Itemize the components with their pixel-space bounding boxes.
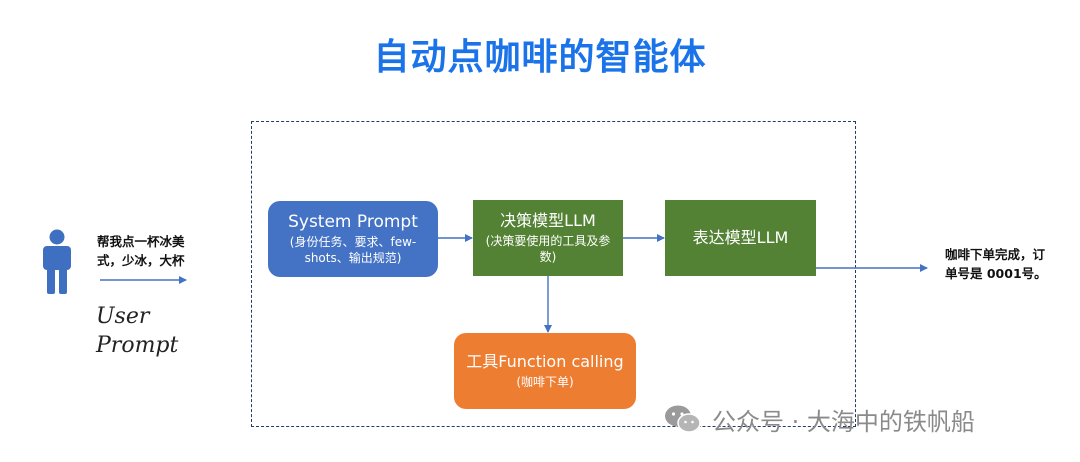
system-prompt-node: System Prompt (身份任务、要求、few-shots、输出规范) [268,201,438,277]
agent-boundary [251,121,856,427]
user-label-line1: User [96,304,150,329]
decision-llm-title: 决策模型LLM [500,211,596,230]
system-prompt-title: System Prompt [288,212,418,232]
person-icon [43,229,71,294]
wechat-icon [665,405,701,433]
watermark-text: 公众号 · 大海中的铁帆船 [712,407,975,436]
tool-calling-title: 工具Function calling [466,352,624,371]
system-prompt-detail: (身份任务、要求、few-shots、输出规范) [289,235,417,265]
tool-calling-detail: (咖啡下单) [516,375,574,389]
watermark: 公众号 · 大海中的铁帆船 [664,402,975,436]
output-text: 咖啡下单完成，订单号是 0001号。 [945,247,1047,281]
user-request-text: 帮我点一杯冰美式，少冰，大杯 [97,234,185,268]
expression-llm-node: 表达模型LLM [665,200,816,276]
tool-calling-node: 工具Function calling (咖啡下单) [454,333,636,409]
expression-llm-title: 表达模型LLM [692,228,789,247]
user-label-line2: Prompt [96,333,179,358]
user-prompt-label: User Prompt [96,302,178,360]
diagram-title: 自动点咖啡的智能体 [373,37,707,78]
decision-llm-node: 决策模型LLM (决策要使用的工具及参数) [473,200,623,276]
decision-llm-detail: (决策要使用的工具及参数) [485,234,611,264]
